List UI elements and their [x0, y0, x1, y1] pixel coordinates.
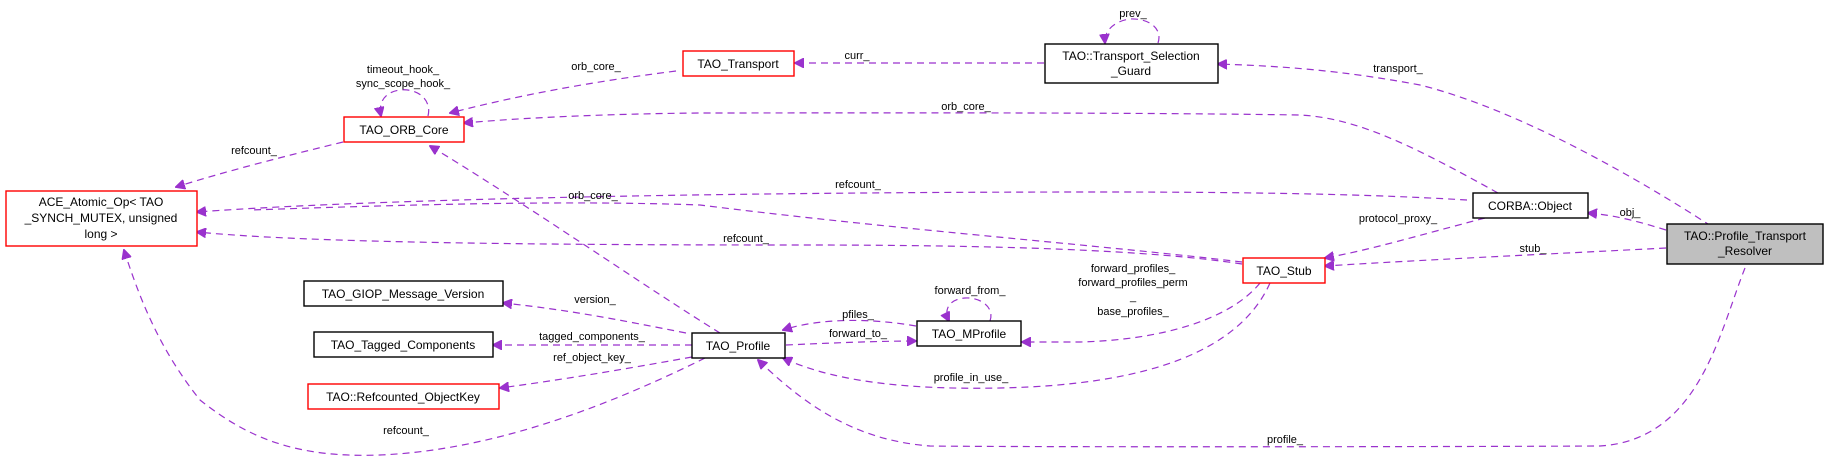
- edge-label: stub_: [1520, 243, 1548, 255]
- edge-orb-core-self: timeout_hook_ sync_scope_hook_: [356, 64, 451, 116]
- node-refcounted-objectkey[interactable]: TAO::Refcounted_ObjectKey: [307, 383, 500, 410]
- edge-label: protocol_proxy_: [1359, 213, 1438, 225]
- node-tao-orb-core[interactable]: TAO_ORB_Core: [343, 116, 465, 143]
- edge-label: obj_: [1620, 207, 1642, 219]
- edge-resolver-to-stub: stub_: [1325, 243, 1667, 266]
- edge-mprofile-to-profile: pfiles_: [783, 309, 917, 330]
- edge-resolver-to-profile: profile_: [758, 267, 1746, 448]
- edge-label: forward_to_: [829, 328, 888, 340]
- edge-label: transport_: [1373, 63, 1423, 75]
- edge-object-to-stub-protocol-proxy: protocol_proxy_: [1325, 213, 1486, 258]
- node-giop-message-version[interactable]: TAO_GIOP_Message_Version: [303, 280, 504, 307]
- node-label: CORBA::Object: [1488, 199, 1573, 213]
- edge-label: orb_core_: [571, 61, 621, 73]
- edge-label: prev_: [1119, 8, 1147, 20]
- edge-profile-to-objkey: ref_object_key_: [500, 352, 693, 388]
- node-tao-stub[interactable]: TAO_Stub: [1242, 257, 1326, 284]
- node-label: TAO::Refcounted_ObjectKey: [326, 390, 480, 404]
- node-label: ACE_Atomic_Op< TAO: [39, 195, 164, 209]
- edge-mprofile-self: forward_from_: [935, 285, 1007, 321]
- edge-label: forward_profiles_perm: [1078, 277, 1187, 289]
- node-label: TAO_Tagged_Components: [331, 338, 476, 352]
- edge-label: base_profiles_: [1097, 306, 1169, 318]
- node-label: _Guard: [1110, 64, 1151, 78]
- node-label: _Resolver: [1717, 244, 1772, 258]
- edge-label: version_: [574, 294, 616, 306]
- edge-stub-to-mprofile: forward_profiles_ forward_profiles_perm …: [1022, 263, 1261, 342]
- edge-profile-to-giop-version: version_: [503, 294, 687, 334]
- edge-profile-to-mprofile: forward_to_: [785, 328, 916, 345]
- node-label: long >: [84, 227, 117, 241]
- edge-label: tagged_components_: [539, 331, 646, 343]
- node-profile-transport-resolver[interactable]: TAO::Profile_Transport _Resolver: [1666, 223, 1824, 265]
- edge-label: refcount_: [383, 425, 430, 437]
- edge-label: orb_core_: [568, 190, 618, 202]
- edge-label: forward_from_: [935, 285, 1007, 297]
- edge-label: profile_: [1267, 434, 1304, 446]
- edge-label: orb_core_: [941, 101, 991, 113]
- node-label: TAO_GIOP_Message_Version: [322, 287, 485, 301]
- edge-label: sync_scope_hook_: [356, 78, 451, 90]
- node-label: TAO_Profile: [706, 339, 771, 353]
- edge-profile-to-tagged: tagged_components_: [493, 331, 692, 345]
- node-ace-atomic-op[interactable]: ACE_Atomic_Op< TAO _SYNCH_MUTEX, unsigne…: [5, 190, 198, 247]
- node-tao-profile[interactable]: TAO_Profile: [691, 332, 786, 359]
- node-label: _SYNCH_MUTEX, unsigned: [24, 211, 178, 225]
- node-label: TAO_Stub: [1256, 264, 1311, 278]
- edge-label: profile_in_use_: [934, 372, 1009, 384]
- edge-label: timeout_hook_: [367, 64, 440, 76]
- edge-label: refcount_: [231, 145, 278, 157]
- node-label: TAO_Transport: [697, 57, 779, 71]
- edge-label: refcount_: [835, 179, 882, 191]
- edge-label: curr_: [844, 50, 870, 62]
- node-tagged-components[interactable]: TAO_Tagged_Components: [313, 331, 494, 358]
- edge-label: _: [1129, 291, 1137, 303]
- edge-object-to-ace-refcount: refcount_: [197, 179, 1468, 212]
- edge-stub-to-ace-refcount: refcount_: [197, 232, 1243, 265]
- edge-orb-core-to-ace-refcount: refcount_: [176, 141, 344, 187]
- edge-label: ref_object_key_: [553, 352, 632, 364]
- edge-guard-self: prev_: [1105, 8, 1160, 43]
- edge-label: forward_profiles_: [1091, 263, 1176, 275]
- node-label: TAO_MProfile: [932, 327, 1007, 341]
- edge-guard-to-transport: curr_: [795, 50, 1044, 63]
- edge-object-to-orb-core: orb_core_: [464, 101, 1499, 194]
- node-label: TAO::Transport_Selection: [1062, 49, 1199, 63]
- edge-stub-to-profile: profile_in_use_: [783, 282, 1271, 389]
- node-label: TAO::Profile_Transport: [1684, 229, 1807, 243]
- node-label: TAO_ORB_Core: [359, 123, 448, 137]
- node-tao-mprofile[interactable]: TAO_MProfile: [916, 320, 1022, 347]
- edge-transport-to-orb-core: orb_core_: [450, 61, 677, 113]
- edge-stub-to-orb-core: orb_core_: [249, 190, 1243, 263]
- edge-label: refcount_: [723, 233, 770, 245]
- edge-profile-to-orb-core: [430, 146, 721, 334]
- node-transport-selection-guard[interactable]: TAO::Transport_Selection _Guard: [1044, 43, 1219, 84]
- edge-resolver-to-object: obj_: [1588, 207, 1667, 231]
- node-corba-object[interactable]: CORBA::Object: [1472, 192, 1589, 219]
- edge-profile-to-ace-refcount: refcount_: [124, 250, 706, 456]
- node-tao-transport[interactable]: TAO_Transport: [682, 50, 795, 77]
- edge-resolver-to-guard: transport_: [1218, 63, 1712, 227]
- edge-label: pfiles_: [842, 309, 875, 321]
